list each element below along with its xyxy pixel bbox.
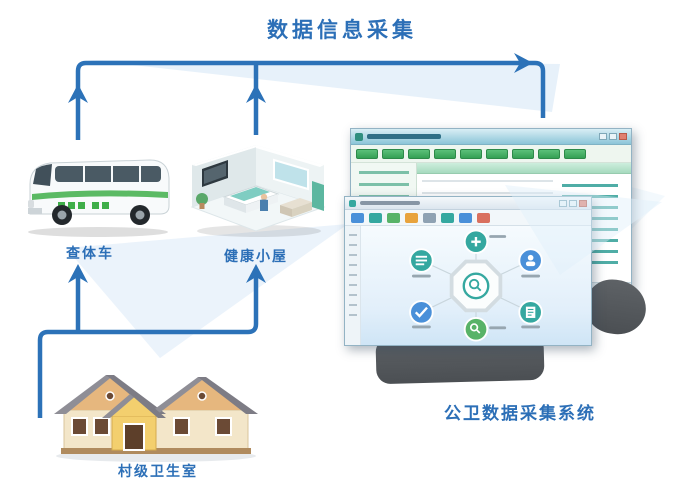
toolbar-button: [486, 148, 508, 159]
front-window-toolbar: [345, 210, 591, 226]
swoosh-shape: [88, 60, 560, 112]
back-window-toolbar: [351, 145, 631, 163]
minimize-icon: [559, 199, 567, 207]
app-icon: [355, 132, 363, 141]
village-clinic-illustration: [50, 366, 262, 464]
module-node: [518, 300, 543, 329]
minimize-icon: [599, 133, 607, 140]
front-window-title-text: [360, 201, 420, 205]
toolbar-button: [356, 148, 378, 159]
toolbar-button: [405, 212, 418, 223]
module-node: [409, 248, 434, 278]
system-label: 公卫数据采集系统: [444, 404, 596, 423]
van-label: 查体车: [66, 245, 114, 261]
toolbar-button: [423, 212, 436, 223]
van-graphic: [28, 159, 170, 237]
cabin-graphic: [190, 145, 326, 237]
toolbar-button: [477, 212, 490, 223]
house-graphic: [54, 375, 258, 462]
module-diagram: [409, 229, 543, 342]
toolbar-button: [441, 212, 454, 223]
toolbar-button: [387, 212, 400, 223]
module-node: [463, 229, 507, 254]
toolbar-button: [434, 148, 456, 159]
toolbar-button: [512, 148, 534, 159]
window-controls: [599, 133, 627, 140]
toolbar-button: [564, 148, 586, 159]
front-window-titlebar: [345, 197, 591, 210]
gable-window: [105, 391, 115, 401]
maximize-icon: [609, 133, 617, 140]
clinic-label: 村级卫生室: [118, 463, 198, 479]
cabinet: [312, 181, 324, 211]
table-header: [417, 163, 631, 174]
toolbar-button: [538, 148, 560, 159]
gable-window: [197, 391, 207, 401]
close-icon: [619, 133, 627, 140]
cabin-label: 健康小屋: [224, 248, 288, 264]
module-node: [409, 300, 434, 329]
desk: [280, 198, 312, 209]
close-icon: [579, 199, 587, 207]
toolbar-button: [460, 148, 482, 159]
toolbar-button: [408, 148, 430, 159]
back-window-titlebar: [351, 129, 631, 145]
exam-van-illustration: [22, 142, 174, 240]
app-icon: [349, 199, 356, 207]
front-door: [123, 423, 145, 451]
front-window-content: [345, 226, 591, 345]
front-window-left-strip: [345, 226, 361, 345]
collection-system-window: [344, 196, 592, 346]
toolbar-button: [369, 212, 382, 223]
toolbar-button: [382, 148, 404, 159]
person-figure: [260, 193, 268, 201]
health-cabin-illustration: [184, 133, 334, 241]
toolbar-button: [351, 212, 364, 223]
magnifier-icon: [468, 278, 482, 292]
back-window-title-text: [367, 134, 441, 139]
center-circle: [462, 272, 490, 300]
module-node: [463, 317, 507, 342]
module-node: [518, 248, 543, 278]
toolbar-button: [459, 212, 472, 223]
window-controls: [559, 199, 587, 207]
house-windows: [71, 417, 232, 436]
maximize-icon: [569, 199, 577, 207]
diagram-title: 数据信息采集: [267, 19, 417, 42]
plant: [196, 193, 208, 205]
wall-window: [273, 158, 309, 191]
